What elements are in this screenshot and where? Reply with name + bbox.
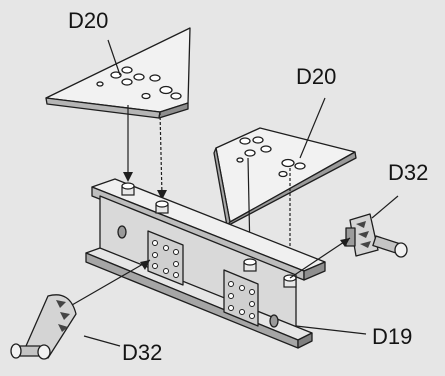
joint-right-teeth: [356, 221, 371, 248]
label-beam: D19: [372, 324, 412, 349]
plate-right: [213, 127, 357, 227]
beam-pins: [121, 182, 297, 288]
splice-bolts: [152, 240, 255, 319]
joint-right: [345, 213, 408, 258]
label-plate-left: D20: [68, 8, 108, 33]
joint-left-teeth: [56, 300, 70, 332]
joint-left: [10, 294, 77, 360]
label-plate-right: D20: [296, 64, 336, 89]
leader-arrowheads: [140, 238, 350, 270]
plate-left: [45, 27, 191, 119]
beam: [85, 178, 326, 349]
label-joint-right: D32: [388, 160, 428, 185]
label-joint-left: D32: [122, 340, 162, 365]
leader-lines: [71, 39, 399, 347]
